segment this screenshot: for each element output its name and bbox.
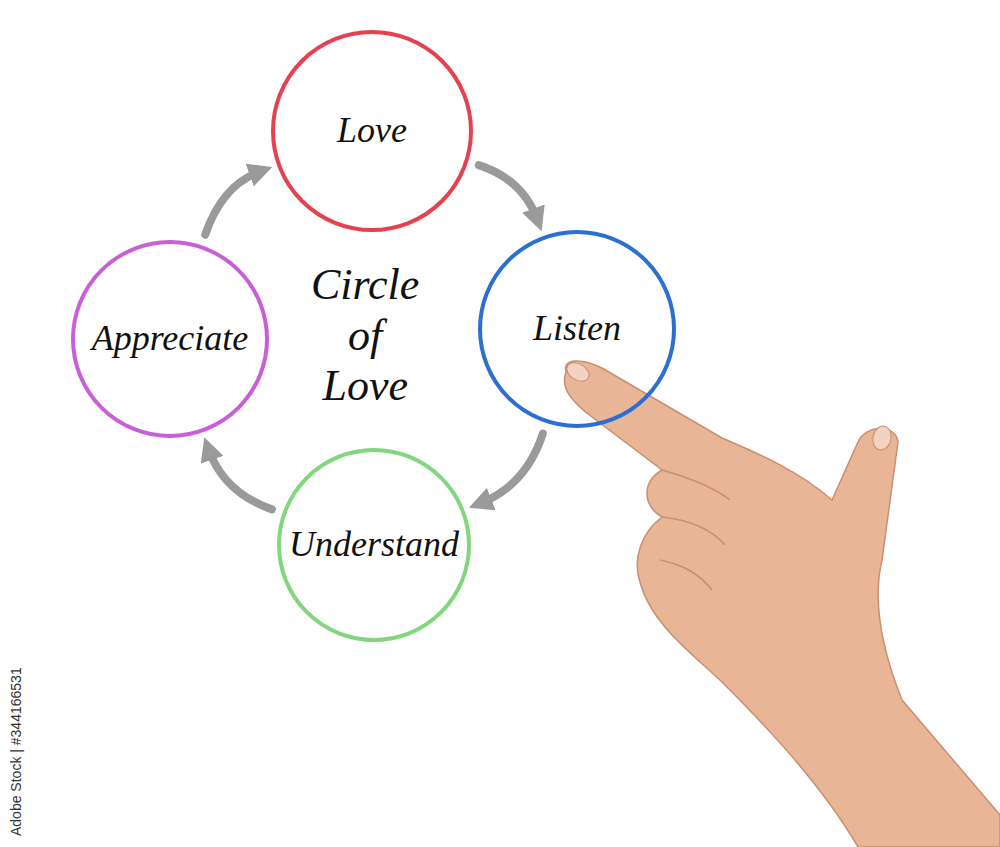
curved-arrow — [480, 434, 543, 504]
node-label: Appreciate — [92, 319, 249, 359]
circle-node: Love — [270, 29, 474, 233]
circle-stroke — [273, 32, 471, 230]
diagram-title: Circle of Love — [311, 260, 419, 412]
circle-node: Listen — [477, 229, 677, 429]
circle-stroke — [73, 242, 267, 436]
curved-arrow — [205, 171, 261, 235]
curved-arrow — [208, 449, 272, 510]
node-label: Love — [337, 111, 407, 151]
pointing-hand — [564, 361, 1000, 847]
watermark-label: Adobe Stock | #344166531 — [8, 667, 24, 836]
circle-stroke — [279, 450, 469, 640]
finger-crease — [660, 470, 730, 590]
circle-stroke — [480, 232, 674, 426]
circle-node: Appreciate — [70, 239, 270, 439]
curved-arrow — [479, 165, 538, 220]
fingernail — [564, 359, 593, 385]
node-label: Understand — [289, 525, 459, 565]
thumbnail — [871, 424, 894, 451]
circle-node: Understand — [276, 447, 472, 643]
node-label: Listen — [533, 309, 621, 349]
